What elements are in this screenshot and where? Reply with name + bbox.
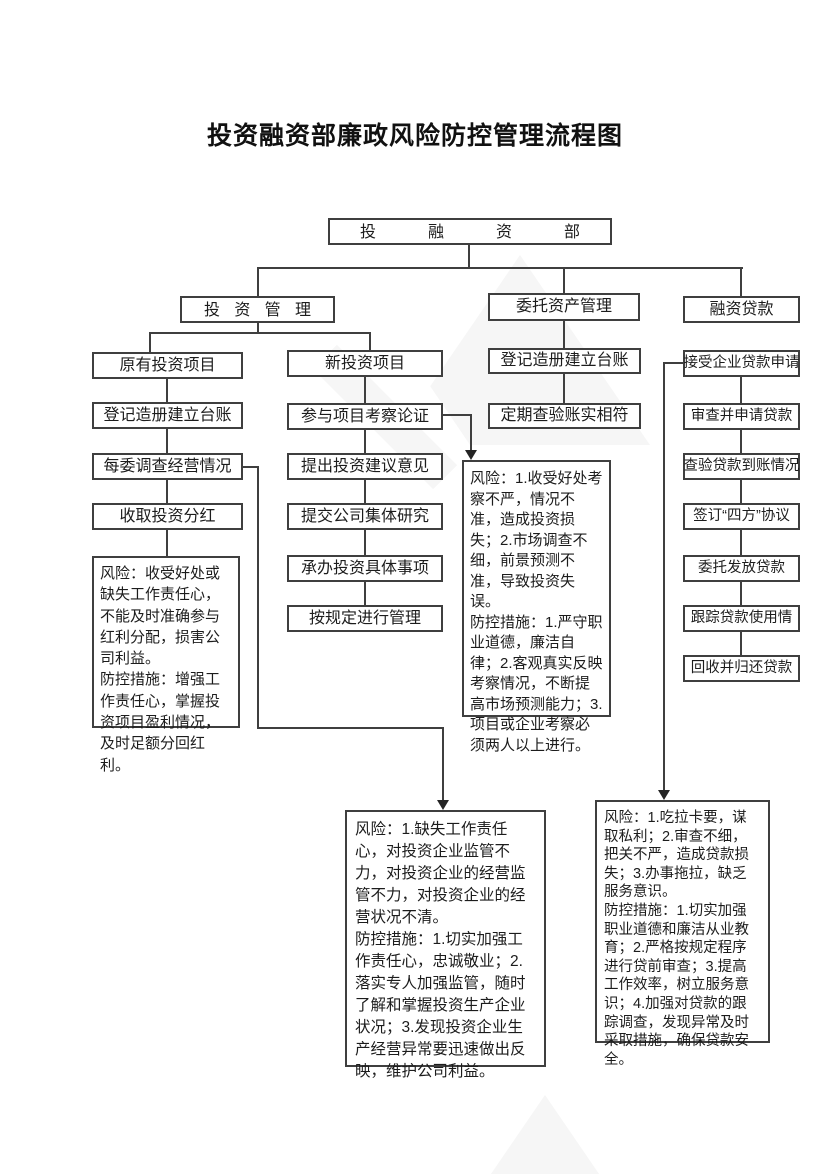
connector-line (243, 466, 259, 468)
connector-line (740, 530, 742, 555)
measures-text: 防控措施：1.切实加强工作责任心，忠诚敬业；2.落实专人加强监管，随时了解和掌握… (355, 931, 526, 1080)
node-quarterly-survey: 每委调查经营情况 (92, 453, 243, 480)
page-title: 投资融资部廉政风险防控管理流程图 (206, 122, 623, 150)
connector-line (663, 362, 684, 364)
arrow-down-icon (437, 800, 449, 810)
connector-line (470, 414, 472, 452)
node-accept-loan-application: 接受企业贷款申请 (683, 350, 800, 377)
connector-line (740, 480, 742, 503)
measures-text: 防控措施：1.严守职业道德，廉洁自律；2.客观真实反映考察情况，不断提高市场预测… (470, 613, 603, 754)
connector-line (166, 530, 168, 556)
node-entrust-loan-issue: 委托发放贷款 (683, 555, 800, 582)
connector-line (563, 267, 565, 293)
node-company-review: 提交公司集体研究 (287, 503, 443, 530)
node-periodic-verification: 定期查验账实相符 (488, 403, 641, 429)
node-verify-loan-arrival: 查验贷款到账情况 (683, 453, 800, 480)
connector-line (468, 245, 470, 268)
connector-line (364, 377, 366, 403)
connector-line (740, 430, 742, 453)
connector-line (364, 430, 366, 453)
measures-text: 防控措施：增强工作责任心，掌握投资项目盈利情况，及时足额分回红利。 (100, 671, 221, 774)
watermark-triangle-inner (320, 1167, 510, 1174)
node-collect-dividends: 收取投资分红 (92, 503, 243, 530)
node-root-department: 投融资部 (328, 218, 612, 245)
connector-line (563, 374, 565, 403)
connector-line (149, 332, 371, 334)
node-investment-suggestion: 提出投资建议意见 (287, 453, 443, 480)
node-new-investment-project: 新投资项目 (287, 350, 443, 377)
measures-text: 防控措施：1.切实加强职业道德和廉洁从业教育；2.严格按规定程序进行贷前审查；3… (604, 902, 749, 1068)
risk-box-inspection: 风险：1.收受好处考察不严，情况不准，造成投资损失；2.市场调查不细，前景预测不… (462, 460, 611, 754)
connector-line (257, 727, 444, 729)
watermark-triangle (415, 1095, 675, 1174)
connector-line (443, 414, 472, 416)
connector-line (442, 727, 444, 801)
risk-text: 风险：收受好处或缺失工作责任心，不能及时准确参与红利分配，损害公司利益。 (100, 565, 221, 668)
connector-line (166, 480, 168, 503)
node-financing-loan: 融资贷款 (683, 296, 800, 323)
risk-box-supervision: 风险：1.缺失工作责任心，对投资企业监管不力，对投资企业的经营监管不力，对投资企… (345, 810, 546, 1080)
risk-text: 风险：1.吃拉卡要，谋取私利；2.审查不细，把关不严，造成贷款损失；3.办事拖拉… (604, 810, 749, 901)
node-entrusted-asset-management: 委托资产管理 (488, 293, 640, 321)
risk-box-loan: 风险：1.吃拉卡要，谋取私利；2.审查不细，把关不严，造成贷款损失；3.办事拖拉… (595, 800, 770, 1068)
risk-text: 风险：1.收受好处考察不严，情况不准，造成投资损失；2.市场调查不细，前景预测不… (470, 470, 603, 610)
node-recover-repay-loan: 回收并归还贷款 (683, 655, 800, 682)
connector-line (663, 362, 665, 792)
node-review-apply-loan: 审查并申请贷款 (683, 403, 800, 430)
connector-line (364, 480, 366, 503)
arrow-down-icon (465, 450, 477, 460)
node-track-loan-usage: 跟踪贷款使用情 (683, 605, 800, 632)
node-project-inspection: 参与项目考察论证 (287, 403, 443, 430)
node-sign-four-party-agreement: 签订“四方”协议 (683, 503, 800, 530)
node-investment-management: 投资管理 (180, 296, 335, 323)
risk-text: 风险：1.缺失工作责任心，对投资企业监管不力，对投资企业的经营监管不力，对投资企… (355, 821, 526, 926)
node-original-investment-project: 原有投资项目 (92, 352, 243, 379)
connector-line (257, 267, 743, 269)
connector-line (740, 377, 742, 403)
risk-box-dividend: 风险：收受好处或缺失工作责任心，不能及时准确参与红利分配，损害公司利益。 防控措… (92, 556, 240, 774)
connector-line (740, 267, 742, 296)
node-handle-investment-matters: 承办投资具体事项 (287, 555, 443, 582)
connector-line (149, 332, 151, 352)
arrow-down-icon (658, 790, 670, 800)
connector-line (369, 332, 371, 350)
connector-line (364, 582, 366, 605)
connector-line (166, 429, 168, 453)
node-manage-per-rules: 按规定进行管理 (287, 605, 443, 632)
connector-line (740, 632, 742, 655)
connector-line (563, 321, 565, 348)
connector-line (740, 582, 742, 605)
connector-line (166, 379, 168, 402)
node-register-ledger-entrusted: 登记造册建立台账 (488, 348, 641, 374)
watermark (320, 1095, 675, 1174)
node-register-ledger: 登记造册建立台账 (92, 402, 243, 429)
connector-line (257, 323, 259, 333)
connector-line (364, 530, 366, 555)
connector-line (257, 466, 259, 729)
connector-line (257, 267, 259, 296)
